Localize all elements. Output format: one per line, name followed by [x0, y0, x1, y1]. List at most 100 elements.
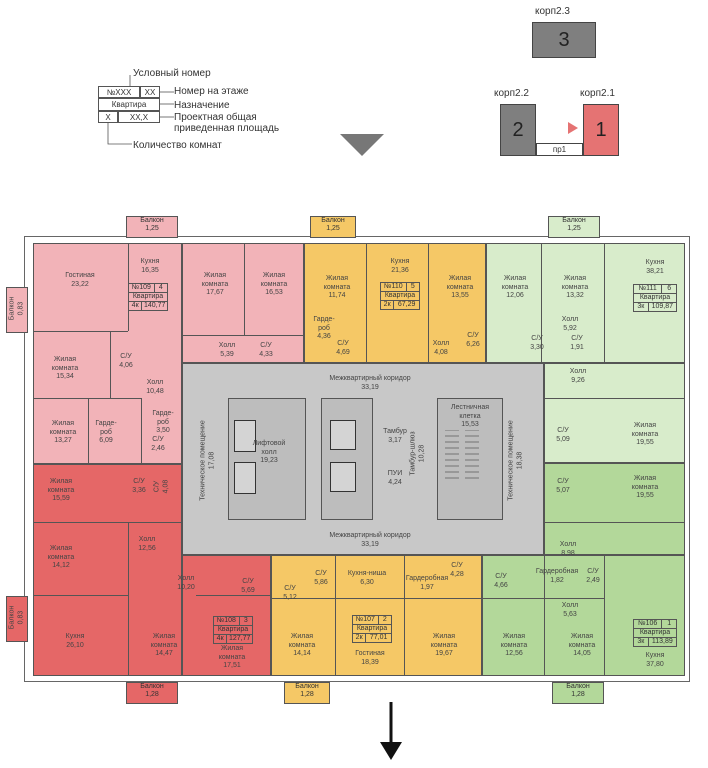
room-label: С/У 4,66: [494, 573, 508, 589]
room-label: Холл 4,08: [432, 340, 450, 356]
balcony-bottom-green: Балкон 1,28: [552, 682, 604, 704]
room-label: Жилая комната 13,32: [561, 275, 589, 299]
room-label: Жилая комната 14,05: [568, 633, 596, 657]
apt-111-top: [486, 243, 685, 363]
stairs-icon: [445, 430, 479, 479]
lift-block: [321, 398, 373, 520]
room-label: С/У 2,49: [586, 568, 600, 584]
here-marker: [568, 122, 578, 134]
room-label: Жилая комната 19,67: [430, 633, 458, 657]
legend-box-area: XX,X: [118, 111, 160, 123]
room-label: Холл 5,39: [218, 342, 236, 358]
k21-label: корп2.1: [580, 88, 615, 99]
room-label: Жилая комната 15,34: [51, 356, 79, 380]
room-label: Гардеробная 1,82: [535, 568, 579, 584]
room-label: Жилая комната 14,47: [150, 633, 178, 657]
room-label: С/У 4,28: [450, 562, 464, 578]
room-label: Гардеробная 1,97: [405, 575, 449, 591]
balcony-left-bottom: Балкон 0,83: [6, 596, 28, 642]
room-label: Жилая комната 12,56: [500, 633, 528, 657]
legend-floor-number: Номер на этаже: [174, 86, 249, 97]
balcony-top-green: Балкон 1,25: [548, 216, 600, 238]
room-label: Холл 5,92: [561, 316, 579, 332]
room-label: Гарде- роб 3,50: [152, 410, 174, 434]
corridor-top-label: Межквартирный коридор 33,19: [329, 375, 411, 391]
pass-box: пр1: [536, 143, 583, 156]
room-label: С/У 5,09: [556, 427, 570, 443]
room-label: Гостиная 23,22: [65, 272, 95, 288]
room-label: Жилая комната 19,55: [631, 422, 659, 446]
room-label: С/У 4,69: [336, 340, 350, 356]
balcony-top-yellow: Балкон 1,25: [310, 216, 356, 238]
tech-right-label: Техническое помещение 18,38: [507, 420, 524, 501]
legend-box-purpose: Квартира: [98, 98, 160, 111]
room-label: Холл 8,98: [559, 541, 577, 557]
room-label: Холл 12,56: [138, 536, 156, 552]
room-label: Кухня 38,21: [645, 259, 665, 275]
room-label: Жилая комната 13,55: [446, 275, 474, 299]
outer-wall: [24, 236, 690, 682]
lift-shaft-2: [234, 462, 256, 494]
room-label: Холл 10,20: [177, 575, 195, 591]
lift-shaft-1: [234, 420, 256, 452]
legend-box-number: №XXX: [98, 86, 140, 98]
room-label: С/У 3,30: [530, 335, 544, 351]
apt-108-east: [182, 555, 271, 676]
balcony-bottom-yellow: Балкон 1,28: [284, 682, 330, 704]
legend-box-floor: XX: [140, 86, 160, 98]
room-label: Гостиная 18,39: [355, 650, 385, 666]
tambur-label: Тамбур 3,17: [383, 428, 407, 444]
room-label: С/У 4,33: [259, 342, 273, 358]
apt-108: [33, 464, 182, 676]
k23-box: 3: [532, 22, 596, 58]
balcony-top-pink: Балкон 1,25: [126, 216, 178, 238]
legend-conditional-number: Условный номер: [133, 68, 211, 79]
corridor-bottom-label: Межквартирный коридор 33,19: [329, 532, 411, 548]
room-label: Гарде- роб 4,36: [313, 316, 335, 340]
legend-rooms: Количество комнат: [133, 140, 222, 151]
room-label: Жилая комната 13,27: [49, 420, 77, 444]
stairs-label: Лестничная клетка 15,53: [450, 404, 490, 428]
k22-label: корп2.2: [494, 88, 529, 99]
room-label: Холл 5,63: [561, 602, 579, 618]
apt-106-mid: [544, 463, 685, 555]
balcony-left-top: Балкон 0,83: [6, 287, 28, 333]
apt-109-east: [182, 243, 304, 363]
room-label: Кухня-ниша 6,30: [347, 570, 387, 586]
apt-110: [304, 243, 486, 363]
room-label: Жилая комната 17,51: [218, 645, 246, 669]
room-label: Кухня 37,80: [645, 652, 665, 668]
room-label: Жилая комната 11,74: [323, 275, 351, 299]
room-label: Гарде- роб 6,09: [95, 420, 117, 444]
apt-109: [33, 243, 182, 464]
legend-leaders: [107, 75, 174, 145]
tech-left-label: Техническое помещение 17,08: [199, 420, 216, 501]
room-label: С/У 3,36: [132, 478, 146, 494]
room-label: Холл 9,26: [569, 368, 587, 384]
room-label: С/У 5,86: [314, 570, 328, 586]
room-label: С/У 2,46: [151, 436, 165, 452]
room-label: С/У 6,26: [466, 332, 480, 348]
room-label: С/У 5,07: [556, 478, 570, 494]
room-label: Жилая комната 16,53: [260, 272, 288, 296]
room-label: Жилая комната 19,55: [631, 475, 659, 499]
room-label: Жилая комната 12,06: [501, 275, 529, 299]
orientation-triangle: [340, 134, 384, 156]
k21-box: 1: [583, 104, 619, 156]
room-label: Жилая комната 14,12: [47, 545, 75, 569]
k23-label: корп2.3: [535, 6, 570, 17]
pui-label: ПУИ 4,24: [387, 470, 403, 486]
room-label: С/У 5,69: [241, 578, 255, 594]
lift-shaft-4: [330, 462, 356, 492]
tambur-shl-label: Тамбур-шлюз 10,28: [409, 431, 426, 476]
room-label: Кухня 16,35: [140, 258, 160, 274]
lift-shaft-3: [330, 420, 356, 450]
room-label: Жилая комната 15,59: [47, 478, 75, 502]
legend-area: Проектная общая приведенная площадь: [174, 112, 280, 134]
balcony-bottom-red: Балкон 1,28: [126, 682, 178, 704]
